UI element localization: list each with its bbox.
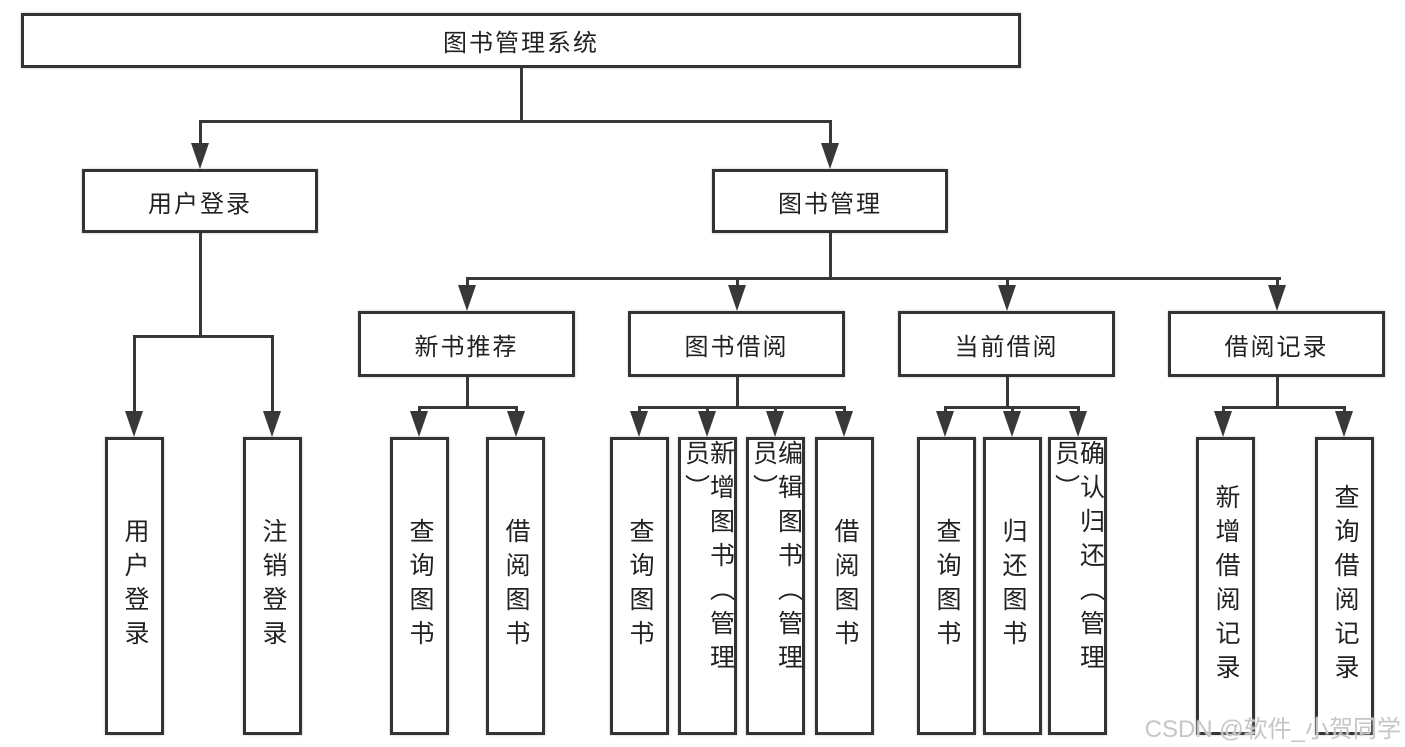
- connector-vline: [774, 406, 777, 415]
- connector-vline: [843, 406, 846, 415]
- leaf-node-confirm-return-admin: 确认归还（管理员）: [1048, 437, 1107, 735]
- leaf-node-label: 归还图书: [999, 518, 1027, 654]
- arrowhead-down-icon: [191, 143, 209, 169]
- level3-node-current-borrow: 当前借阅: [898, 311, 1115, 377]
- level3-node-label: 当前借阅: [954, 333, 1059, 361]
- arrowhead-down-icon: [1335, 411, 1353, 437]
- arrowhead-down-icon: [936, 411, 954, 437]
- leaf-node-label: 编辑图书（管理员）: [749, 440, 803, 678]
- connector-vline: [133, 335, 136, 413]
- arrowhead-down-icon: [507, 411, 525, 437]
- leaf-node-query-borrow-record: 查询借阅记录: [1315, 437, 1374, 735]
- arrowhead-down-icon: [630, 411, 648, 437]
- leaf-node-add-book-admin: 新增图书（管理员）: [678, 437, 737, 735]
- connector-vline: [1276, 277, 1279, 287]
- arrowhead-down-icon: [835, 411, 853, 437]
- leaf-node-label: 注销登录: [259, 518, 287, 654]
- arrowhead-down-icon: [1069, 411, 1087, 437]
- connector-vline: [638, 406, 641, 415]
- connector-vline: [466, 377, 469, 406]
- arrowhead-down-icon: [125, 411, 143, 437]
- arrowhead-down-icon: [1214, 411, 1232, 437]
- level2-node-user-login: 用户登录: [82, 169, 318, 233]
- connector-vline: [466, 277, 469, 287]
- connector-vline: [829, 120, 832, 145]
- arrowhead-down-icon: [728, 285, 746, 311]
- csdn-watermark: CSDN @软件_小贺同学: [1144, 716, 1401, 743]
- connector-hline: [199, 120, 832, 123]
- leaf-node-edit-book-admin: 编辑图书（管理员）: [746, 437, 805, 735]
- leaf-node-logout: 注销登录: [243, 437, 302, 735]
- arrowhead-down-icon: [1268, 285, 1286, 311]
- connector-vline: [1011, 406, 1014, 415]
- arrowhead-down-icon: [1003, 411, 1021, 437]
- level2-node-label: 图书管理: [778, 190, 882, 218]
- connector-hline: [133, 335, 273, 338]
- connector-hline: [466, 277, 1281, 280]
- connector-vline: [199, 120, 202, 145]
- leaf-node-label: 用户登录: [121, 518, 149, 654]
- connector-vline: [199, 233, 202, 335]
- connector-hline: [1222, 406, 1345, 409]
- leaf-node-label: 借阅图书: [502, 518, 530, 654]
- arrowhead-down-icon: [821, 143, 839, 169]
- connector-vline: [1222, 406, 1225, 415]
- leaf-node-label: 查询图书: [933, 518, 961, 654]
- arrowhead-down-icon: [698, 411, 716, 437]
- arrowhead-down-icon: [766, 411, 784, 437]
- leaf-node-borrow-book-recommend: 借阅图书: [486, 437, 545, 735]
- connector-vline: [736, 277, 739, 287]
- level3-node-new-book-recommend: 新书推荐: [358, 311, 575, 377]
- leaf-node-query-book: 查询图书: [610, 437, 669, 735]
- level3-node-book-borrow: 图书借阅: [628, 311, 845, 377]
- leaf-node-label: 查询借阅记录: [1331, 484, 1359, 688]
- connector-vline: [736, 377, 739, 406]
- leaf-node-return-book: 归还图书: [983, 437, 1042, 735]
- connector-vline: [418, 406, 421, 415]
- level3-node-borrow-record: 借阅记录: [1168, 311, 1385, 377]
- arrowhead-down-icon: [998, 285, 1016, 311]
- leaf-node-add-borrow-record: 新增借阅记录: [1196, 437, 1255, 735]
- connector-vline: [1006, 277, 1009, 287]
- connector-hline: [418, 406, 518, 409]
- connector-vline: [1343, 406, 1346, 415]
- connector-vline: [520, 68, 523, 120]
- connector-vline: [1077, 406, 1080, 415]
- arrowhead-down-icon: [410, 411, 428, 437]
- leaf-node-borrow-book: 借阅图书: [815, 437, 874, 735]
- connector-vline: [1006, 377, 1009, 406]
- arrowhead-down-icon: [263, 411, 281, 437]
- level2-node-label: 用户登录: [148, 190, 252, 218]
- leaf-node-label: 新增图书（管理员）: [681, 440, 735, 678]
- level3-node-label: 借阅记录: [1224, 333, 1329, 361]
- level3-node-label: 新书推荐: [414, 333, 519, 361]
- leaf-node-label: 借阅图书: [831, 518, 859, 654]
- connector-vline: [515, 406, 518, 415]
- leaf-node-query-book-recommend: 查询图书: [390, 437, 449, 735]
- root-node-label: 图书管理系统: [443, 30, 599, 57]
- level2-node-book-management: 图书管理: [712, 169, 948, 233]
- connector-vline: [944, 406, 947, 415]
- connector-vline: [829, 233, 832, 277]
- leaf-node-label: 确认归还（管理员）: [1051, 440, 1105, 678]
- connector-vline: [1276, 377, 1279, 406]
- leaf-node-label: 查询图书: [406, 518, 434, 654]
- connector-hline: [638, 406, 846, 409]
- leaf-node-label: 查询图书: [626, 518, 654, 654]
- connector-vline: [271, 335, 274, 413]
- leaf-node-query-current-book: 查询图书: [917, 437, 976, 735]
- level3-node-label: 图书借阅: [684, 333, 789, 361]
- root-node: 图书管理系统: [21, 13, 1021, 68]
- leaf-node-user-login: 用户登录: [105, 437, 164, 735]
- leaf-node-label: 新增借阅记录: [1212, 484, 1240, 688]
- arrowhead-down-icon: [458, 285, 476, 311]
- connector-vline: [706, 406, 709, 415]
